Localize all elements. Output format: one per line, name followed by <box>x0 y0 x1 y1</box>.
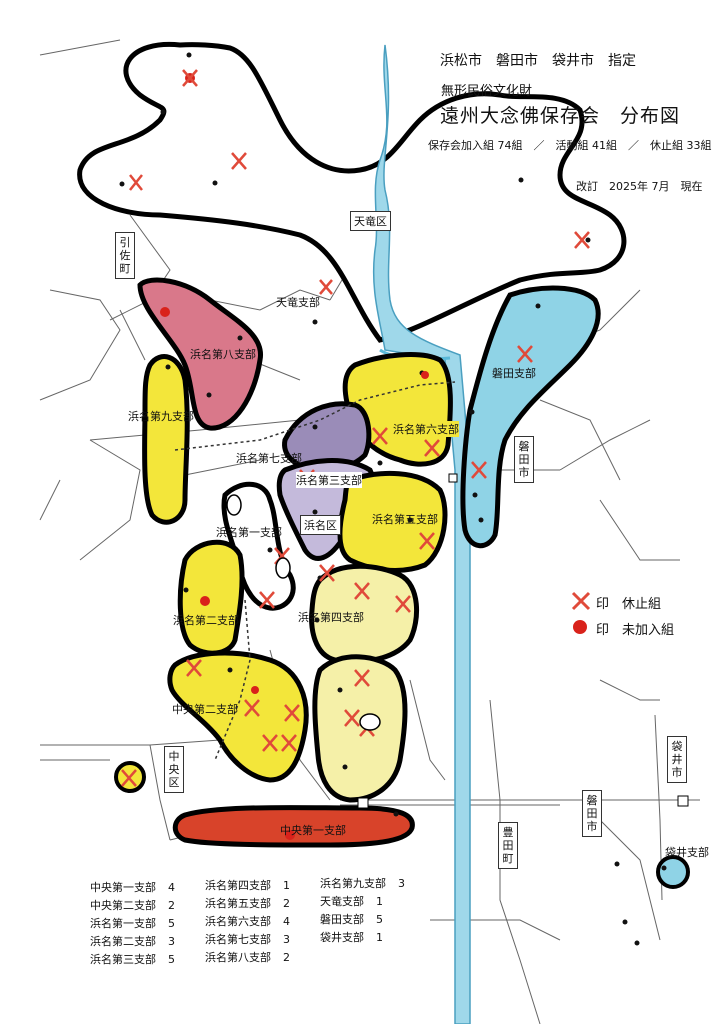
legend-suspended-label: 印 休止組 <box>596 597 662 612</box>
label-hamana6: 浜名第六支部 <box>393 421 459 437</box>
count-name: 浜名第三支部 <box>90 953 156 966</box>
tenryu-region <box>77 41 627 343</box>
count-value: 2 <box>168 899 175 912</box>
count-row: 浜名第六支部 4 <box>205 913 290 929</box>
count-row: 浜名第二支部 3 <box>90 933 175 949</box>
legend-dot-symbol <box>573 620 587 634</box>
count-row: 浜名第七支部 3 <box>205 931 290 947</box>
count-row: 浜名第八支部 2 <box>205 949 290 965</box>
count-row: 浜名第四支部 1 <box>205 877 290 893</box>
label-hamana2: 浜名第二支部 <box>173 614 239 627</box>
label-fukuroi-shi: 袋井市 <box>667 736 687 783</box>
legend-unjoined-label: 印 未加入組 <box>596 623 675 638</box>
page-title: 遠州大念佛保存会 分布図 <box>440 105 681 127</box>
label-hikisa-cho: 引佐町 <box>115 232 135 279</box>
count-value: 2 <box>283 897 290 910</box>
count-value: 3 <box>398 877 405 890</box>
group-dots <box>119 52 667 946</box>
count-value: 4 <box>168 881 175 894</box>
count-value: 3 <box>168 935 175 948</box>
count-name: 浜名第五支部 <box>205 897 271 910</box>
chuo2-region <box>167 650 309 783</box>
count-name: 浜名第四支部 <box>205 879 271 892</box>
count-row: 磐田支部 5 <box>320 911 383 927</box>
count-name: 浜名第九支部 <box>320 877 386 890</box>
label-iwata-shi-south: 磐田市 <box>582 790 602 837</box>
river <box>372 44 471 1024</box>
hamana8-region <box>137 277 263 431</box>
label-iwata-shibu: 磐田支部 <box>492 367 536 380</box>
count-value: 2 <box>283 951 290 964</box>
label-hamana-ku: 浜名区 <box>300 515 341 535</box>
count-name: 中央第二支部 <box>90 899 156 912</box>
count-row: 袋井支部 1 <box>320 929 383 945</box>
count-value: 1 <box>283 879 290 892</box>
label-tenryu-ku: 天竜区 <box>350 211 391 231</box>
hamana9-region <box>142 354 190 525</box>
header-cities: 浜松市 磐田市 袋井市 指定 <box>440 53 636 69</box>
hamana5-region <box>337 470 448 573</box>
fukuroi-region <box>656 855 690 889</box>
count-row: 天竜支部 1 <box>320 893 383 909</box>
count-value: 5 <box>168 953 175 966</box>
label-hamana3: 浜名第三支部 <box>296 472 362 488</box>
label-hamana1: 浜名第一支部 <box>216 526 282 539</box>
count-name: 浜名第七支部 <box>205 933 271 946</box>
hamana4-region <box>309 563 420 665</box>
count-name: 浜名第一支部 <box>90 917 156 930</box>
count-row: 浜名第五支部 2 <box>205 895 290 911</box>
label-hamana4: 浜名第四支部 <box>298 611 364 624</box>
label-tenryu-shibu: 天竜支部 <box>276 296 320 309</box>
legend-x-symbol <box>571 591 591 611</box>
hamana2-region <box>177 539 245 656</box>
chuo-pale-region <box>312 654 408 803</box>
header-revised: 改訂 2025年 7月 現在 <box>576 180 703 193</box>
iwata-region <box>460 285 601 549</box>
count-value: 5 <box>376 913 383 926</box>
count-name: 磐田支部 <box>320 913 364 926</box>
count-name: 浜名第二支部 <box>90 935 156 948</box>
count-value: 1 <box>376 931 383 944</box>
count-row: 中央第一支部 4 <box>90 879 175 895</box>
count-row: 中央第二支部 2 <box>90 897 175 913</box>
header-subtitle: 無形民俗文化財 <box>441 84 533 99</box>
label-hamana7: 浜名第七支部 <box>236 452 302 465</box>
label-chuo-ku: 中央区 <box>164 746 184 793</box>
label-hamana9: 浜名第九支部 <box>128 410 194 423</box>
label-fukuroi-shibu: 袋井支部 <box>665 846 709 859</box>
count-name: 浜名第六支部 <box>205 915 271 928</box>
count-value: 3 <box>283 933 290 946</box>
count-value: 4 <box>283 915 290 928</box>
count-value: 5 <box>168 917 175 930</box>
label-hamana8: 浜名第八支部 <box>190 348 256 361</box>
count-row: 浜名第一支部 5 <box>90 915 175 931</box>
label-hamana5: 浜名第五支部 <box>372 513 438 526</box>
label-chuo1: 中央第一支部 <box>280 824 346 837</box>
count-name: 天竜支部 <box>320 895 364 908</box>
count-value: 1 <box>376 895 383 908</box>
label-chuo2: 中央第二支部 <box>172 703 238 716</box>
count-row: 浜名第九支部 3 <box>320 875 405 891</box>
count-name: 中央第一支部 <box>90 881 156 894</box>
count-name: 袋井支部 <box>320 931 364 944</box>
count-name: 浜名第八支部 <box>205 951 271 964</box>
count-row: 浜名第三支部 5 <box>90 951 175 967</box>
label-toyoda-cho: 豊田町 <box>498 822 518 869</box>
label-iwata-shi: 磐田市 <box>514 436 534 483</box>
chuo1-region <box>172 805 415 848</box>
header-stats: 保存会加入組 74組 ／ 活動組 41組 ／ 休止組 33組 <box>428 139 712 152</box>
